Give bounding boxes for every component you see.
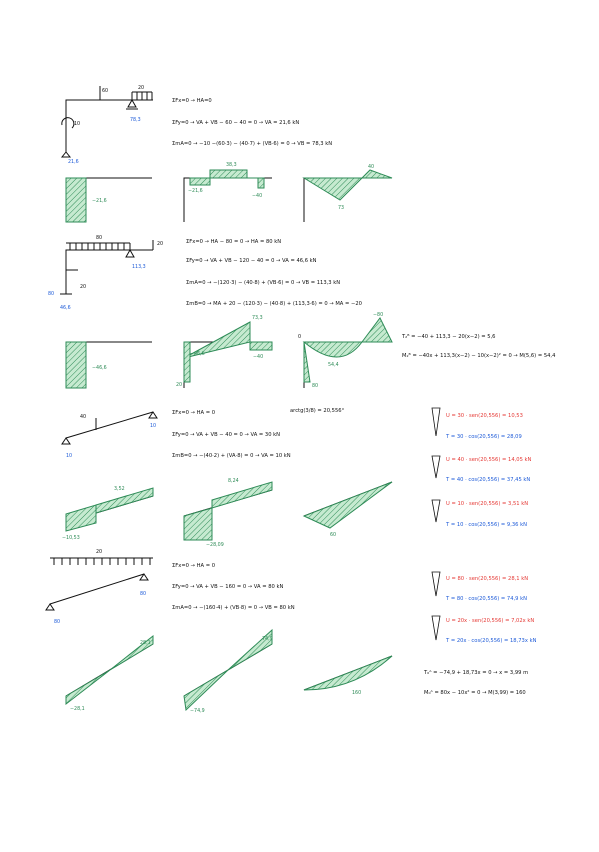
s3-n-label: −10,53 xyxy=(62,535,80,541)
s4-final-2: M₀ᴬ = 80x − 10x² = 0 → M(3,99) = 160 xyxy=(424,690,526,696)
s1-normal-diagram xyxy=(65,177,152,223)
s2-shear-diagram xyxy=(183,321,273,388)
s3-side-3-blue: T = 10 · cos(20,556) = 9,36 kN xyxy=(445,522,527,528)
s2-v-right: −40 xyxy=(253,354,263,360)
s4-m-label: 160 xyxy=(352,690,361,696)
s3-moment-diagram xyxy=(302,481,393,529)
s3-eq-2: ΣFy=0 → VA + VB − 40 = 0 → VA = 30 kN xyxy=(172,432,280,438)
s3-v-bottom: −28,09 xyxy=(206,542,224,548)
s2-moment-diagram xyxy=(302,317,393,388)
section4-structure xyxy=(45,557,153,611)
s4-shear-diagram xyxy=(183,628,273,712)
s3-v-top: 8,24 xyxy=(228,478,239,484)
s3-react-b: 10 xyxy=(150,423,156,429)
s2-side-eq-2: M₂ᴮ = −40x + 113,3(x−2) − 10(x−2)² = 0 →… xyxy=(402,353,556,359)
s4-force-triangles xyxy=(431,571,441,641)
s2-n-label: −46,6 xyxy=(92,365,107,371)
s1-react-a: 21,6 xyxy=(68,159,79,165)
s4-side-1-blue: T = 80 · cos(20,556) = 74,9 kN xyxy=(445,596,527,602)
s1-react-b: 78,3 xyxy=(130,117,141,123)
s1-n-label: −21,6 xyxy=(92,198,107,204)
s2-load-80: 80 xyxy=(96,235,102,241)
s1-eq-1: ΣFx=0 → HA=0 xyxy=(172,98,212,104)
section2-structure xyxy=(60,240,154,295)
s4-eq-3: ΣmA=0 → −(160·4) + (VB·8) = 0 → VB = 80 … xyxy=(172,605,295,611)
section1-structure xyxy=(60,86,153,158)
s3-eq-3: ΣmB=0 → −(40·2) + (VA·8) = 0 → VA = 10 k… xyxy=(172,453,291,459)
s4-final-1: T₀ᴬ = −74,9 + 18,73x = 0 → x = 3,99 m xyxy=(423,670,528,676)
s3-side-1-blue: T = 30 · cos(20,556) = 28,09 xyxy=(445,434,522,440)
s2-v-left: −46,6 xyxy=(190,351,205,357)
s3-force-triangles xyxy=(431,407,441,523)
s3-normal-diagram xyxy=(65,487,154,532)
s2-react-a: 46,6 xyxy=(60,305,71,311)
s3-n-top: 3,52 xyxy=(114,486,125,492)
s2-normal-diagram xyxy=(65,341,152,389)
s4-eq-2: ΣFy=0 → VA + VB − 160 = 0 → VA = 80 kN xyxy=(172,584,283,590)
s1-moment-diagram xyxy=(302,169,393,222)
s1-eq-3: ΣmA=0 → −10 −(60·3) − (40·7) + (VB·6) = … xyxy=(172,141,332,147)
s2-side-eq-1: T₂ᴮ = −40 + 113,3 − 20(x−2) = 5,6 xyxy=(401,334,495,340)
s3-side-2-blue: T = 40 · cos(20,556) = 37,45 kN xyxy=(445,477,530,483)
s4-eq-1: ΣFx=0 → HA = 0 xyxy=(172,563,215,569)
s2-m-mid: 54,4 xyxy=(328,362,339,368)
s2-eq-2: ΣFy=0 → VA + VB − 120 − 40 = 0 → VA = 46… xyxy=(186,258,317,264)
s1-v-left: −21,6 xyxy=(188,188,203,194)
s3-side-1-red: U = 30 · sen(20,556) = 10,53 xyxy=(446,413,523,419)
s3-m-label: 60 xyxy=(330,532,336,538)
s4-v-top: 74,9 xyxy=(262,636,273,642)
s2-m-top: −80 xyxy=(373,312,383,318)
s1-load-20: 20 xyxy=(138,85,144,91)
s2-ma: 20 xyxy=(80,284,86,290)
s4-side-1-red: U = 80 · sen(20,556) = 28,1 kN xyxy=(446,576,528,582)
s1-eq-2: ΣFy=0 → VA + VB − 60 − 40 = 0 → VA = 21,… xyxy=(172,120,299,126)
s4-n-bottom: −28,1 xyxy=(70,706,85,712)
s3-side-2-red: U = 40 · sen(20,556) = 14,05 kN xyxy=(446,457,532,463)
s4-n-top: 28,1 xyxy=(140,640,151,646)
s4-moment-diagram xyxy=(303,655,393,691)
s4-side-2-blue: T = 20x · cos(20,556) = 18,73x kN xyxy=(445,638,537,644)
s2-eq-1: ΣFx=0 → HA − 80 = 0 → HA = 80 kN xyxy=(186,239,281,245)
s1-shear-diagram xyxy=(183,169,272,222)
s2-react-b: 113,3 xyxy=(132,264,146,270)
s2-m-left: 0 xyxy=(298,334,301,340)
s4-v-bottom: −74,9 xyxy=(190,708,205,714)
s2-m-bottom: 80 xyxy=(312,383,318,389)
s3-load-40: 40 xyxy=(80,414,86,420)
s1-m-bottom: 73 xyxy=(338,205,344,211)
s4-normal-diagram xyxy=(65,634,154,706)
s3-react-a: 10 xyxy=(66,453,72,459)
s1-v-top: 38,3 xyxy=(226,162,237,168)
s1-moment-10: 10 xyxy=(74,121,80,127)
s3-eq-1: ΣFx=0 → HA = 0 xyxy=(172,410,215,416)
s1-load-60: 60 xyxy=(102,88,108,94)
s2-ha: 80 xyxy=(48,291,54,297)
s4-react-a: 80 xyxy=(54,619,60,625)
s1-m-top: 40 xyxy=(368,164,374,170)
s3-shear-diagram xyxy=(183,481,273,541)
s2-load-20: 20 xyxy=(157,241,163,247)
s2-v-top: 73,3 xyxy=(252,315,263,321)
s4-side-2-red: U = 20x · sen(20,556) = 7,02x kN xyxy=(446,618,534,624)
section3-structure xyxy=(61,411,158,445)
s3-angle: arctg(3/8) = 20,556° xyxy=(290,408,345,414)
s3-side-3-red: U = 10 · sen(20,556) = 3,51 kN xyxy=(446,501,528,507)
s4-load-20: 20 xyxy=(96,549,102,555)
s2-eq-4: ΣmB=0 → MA + 20 − (120·3) − (40·8) + (11… xyxy=(186,301,362,307)
s1-v-right: −40 xyxy=(252,193,262,199)
s2-eq-3: ΣmA=0 → −(120·3) − (40·8) + (VB·6) = 0 →… xyxy=(186,280,340,286)
s2-v-bottom: 20 xyxy=(176,382,182,388)
s4-react-b: 80 xyxy=(140,591,146,597)
